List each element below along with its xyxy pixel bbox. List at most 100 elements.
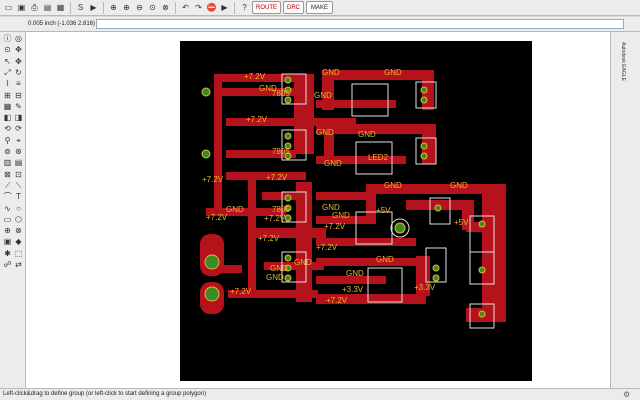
tool-icon[interactable]: ⊡ — [15, 169, 22, 179]
net-label: +7.2V — [324, 222, 346, 231]
go-icon[interactable]: ▶ — [221, 2, 228, 12]
net-label: 7805 — [272, 147, 290, 156]
zoom-select-icon[interactable]: ⊗ — [162, 2, 169, 12]
tool-icon[interactable]: ⬚ — [14, 248, 23, 258]
tool-icon[interactable]: ⟋ — [4, 180, 11, 190]
tool-icon[interactable]: ☍ — [3, 260, 12, 269]
tool-icon[interactable]: ⬡ — [15, 214, 22, 224]
tool-icon[interactable]: ↻ — [15, 67, 22, 77]
toolbar-separator — [103, 1, 104, 14]
tool-icon[interactable]: ∿ — [4, 203, 11, 213]
tool-icon[interactable]: ◎ — [15, 34, 22, 43]
tool-icon[interactable]: ⊚ — [4, 147, 11, 156]
tool-icon[interactable]: ↖ — [4, 56, 11, 66]
tool-icon[interactable]: ◆ — [15, 237, 22, 247]
net-label: GND — [266, 273, 284, 282]
tool-icon[interactable]: ✱ — [4, 248, 11, 258]
tool-icon[interactable]: ◧ — [3, 113, 12, 123]
command-input[interactable] — [96, 19, 624, 29]
net-label: GND — [332, 211, 350, 220]
status-indicator-icon: ⚙ — [623, 390, 631, 399]
tool-icon[interactable]: ⌒ — [3, 192, 12, 202]
net-label: GND — [450, 181, 468, 190]
drc-button[interactable]: DRC — [283, 1, 304, 14]
net-label: +5V — [376, 206, 391, 215]
make-button[interactable]: MAKE — [306, 1, 334, 14]
print-icon[interactable]: ⎙ — [31, 2, 38, 12]
net-label: +3.3V — [414, 283, 436, 292]
tool-icon[interactable]: ▥ — [3, 158, 12, 168]
tool-icon[interactable]: ▭ — [3, 214, 12, 224]
toolbar-separator — [70, 1, 71, 14]
tool-icon[interactable]: ⊛ — [15, 147, 22, 156]
stop-icon[interactable]: ⛔ — [206, 2, 217, 12]
status-bar: Left-click&drag to define group (or left… — [0, 388, 640, 400]
tool-icon[interactable]: ⇄ — [15, 260, 22, 269]
tool-icon[interactable]: ⤢ — [4, 67, 11, 77]
tool-icon[interactable]: ▦ — [3, 101, 12, 111]
redo-icon[interactable]: ↷ — [195, 2, 202, 12]
net-label: GND — [376, 255, 394, 264]
script-icon[interactable]: S — [77, 2, 84, 12]
tool-icon[interactable]: ⟲ — [4, 124, 11, 134]
tool-icon[interactable]: ⊠ — [4, 169, 11, 179]
copper-traces — [200, 70, 506, 322]
net-label: GND — [259, 84, 277, 93]
net-label: GND — [358, 130, 376, 139]
undo-icon[interactable]: ↶ — [182, 2, 189, 12]
tool-icon[interactable]: ⌇ — [5, 79, 10, 89]
tool-icon[interactable]: ⊙ — [4, 45, 11, 55]
left-toolbar: ⓘ◎ ⊙ ✥ ↖ ✥ ⤢ ↻ ⌇ ≡ ⊞ ⊟▦✎◧◨⟲ ⟳ ⚲ ⌖ ⊚ ⊛▥▤⊠ ⊡ ⟋ ⟍⌒ T ∿ ○ ▭⬡ ⊕ ⊗▣◆ ✱⬚… — [0, 32, 26, 388]
tool-icon[interactable]: ⌖ — [16, 135, 21, 145]
tool-icon[interactable]: ✥ — [15, 56, 22, 66]
run-icon[interactable]: ▶ — [90, 2, 97, 12]
tool-icon[interactable]: ○ — [16, 203, 21, 213]
zoom-out-icon[interactable]: ⊖ — [136, 2, 143, 12]
tool-icon[interactable]: ⊗ — [15, 226, 22, 236]
tool-icon[interactable]: ⟳ — [15, 124, 22, 134]
net-label: 7805 — [272, 89, 290, 98]
net-label: +7.2V — [316, 243, 338, 252]
tool-icon[interactable]: ⓘ — [3, 34, 12, 43]
zoom-fit-icon[interactable]: ⊕ — [110, 2, 117, 12]
silkscreen — [281, 73, 495, 329]
net-label: GND — [294, 258, 312, 267]
net-label: GND — [226, 205, 244, 214]
tool-icon[interactable]: ⚲ — [4, 135, 11, 145]
tool-icon[interactable]: ▤ — [14, 158, 23, 168]
net-label: +7.2V — [258, 234, 280, 243]
tool-icon[interactable]: ≡ — [16, 79, 21, 89]
tool-icon[interactable]: ✥ — [15, 45, 22, 55]
zoom-redraw-icon[interactable]: ⊙ — [149, 2, 156, 12]
toolbar-separator — [234, 1, 235, 14]
command-bar: 0.005 inch (-1.036 2.816) — [0, 17, 640, 32]
coordinate-readout: 0.005 inch (-1.036 2.816) — [28, 21, 96, 27]
tool-icon[interactable]: ▣ — [3, 237, 12, 247]
net-label: GND — [270, 264, 288, 273]
net-label: +7.2V — [244, 72, 266, 81]
net-label: +7.2V — [266, 173, 288, 182]
help-icon[interactable]: ? — [242, 2, 247, 12]
tool-icon[interactable]: T — [16, 192, 21, 202]
tool-icon[interactable]: ⊟ — [15, 90, 22, 100]
tool-icon[interactable]: ◨ — [14, 113, 23, 123]
tool-icon[interactable]: ✎ — [15, 101, 22, 111]
net-label: +7.2V — [326, 296, 348, 305]
autorouter-button[interactable]: ROUTE — [252, 1, 281, 14]
net-label: +7.2V — [206, 213, 228, 222]
zoom-in-icon[interactable]: ⊕ — [123, 2, 130, 12]
net-label: +7.2V — [246, 115, 268, 124]
net-label: +3.3V — [342, 285, 364, 294]
tool-icon[interactable]: ⟍ — [15, 180, 22, 190]
tool-icon[interactable]: ⊕ — [4, 226, 11, 236]
save-icon[interactable]: ▣ — [17, 2, 26, 12]
board-icon[interactable]: ▦ — [56, 2, 65, 12]
pads — [201, 76, 486, 318]
open-icon[interactable]: ▭ — [4, 2, 13, 12]
net-label: +7.2V — [202, 175, 224, 184]
tool-icon[interactable]: ⊞ — [4, 90, 11, 100]
cam-icon[interactable]: ▤ — [43, 2, 52, 12]
